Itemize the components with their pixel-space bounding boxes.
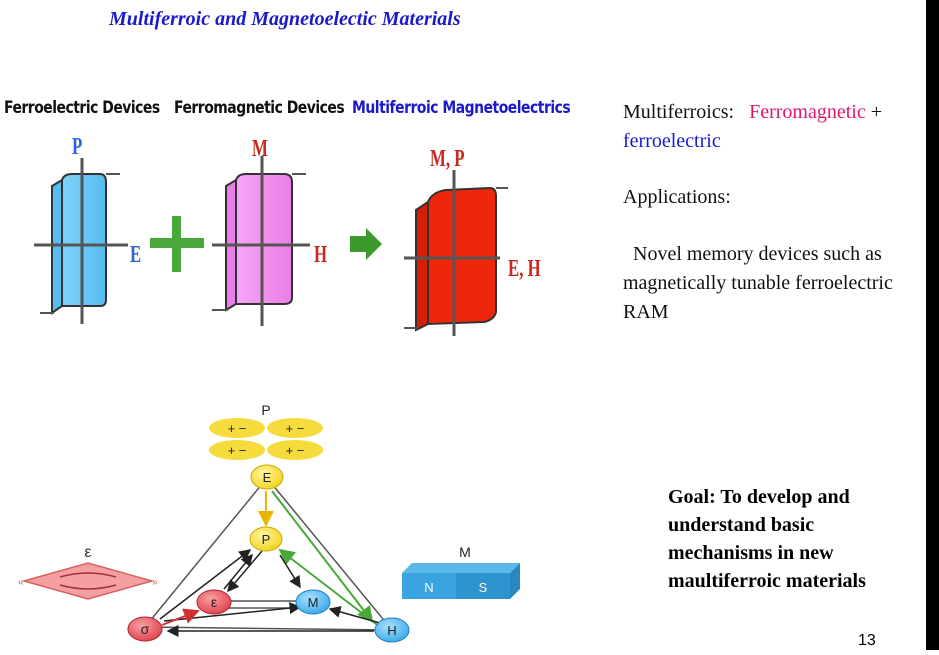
svg-text:+ −: + −	[286, 421, 305, 436]
svg-text:»: »	[152, 577, 158, 588]
applications-heading: Applications:	[623, 186, 731, 208]
green-coupling-arrow	[271, 490, 374, 623]
node-epsilon: ε	[196, 589, 232, 615]
slide-title: Multiferroic and Magnetoelectic Material…	[109, 8, 461, 30]
svg-text:N: N	[424, 580, 433, 595]
coupling-diagram-svg: P + − + − + − + − E P ε M	[18, 402, 520, 643]
plus-text: +	[870, 101, 882, 123]
fm-x-axis-label: H	[314, 242, 328, 268]
hysteresis-loops-drawing	[34, 156, 508, 336]
app-line-1: Novel memory devices such as	[633, 243, 882, 265]
fm-y-axis-label: M	[252, 136, 268, 162]
multiferroics-definition: Multiferroics: Ferromagnetic + ferroelec…	[623, 98, 923, 156]
svg-text:σ: σ	[141, 621, 150, 637]
ferromagnetic-term: Ferromagnetic	[749, 101, 866, 123]
svg-text:+ −: + −	[286, 443, 305, 458]
app-line-2: magnetically tunable ferroelectric	[623, 272, 893, 294]
svg-text:P: P	[262, 532, 271, 547]
coupling-diagram: P + − + − + − + − E P ε M	[0, 395, 540, 650]
fe-x-axis-label: E	[130, 242, 142, 268]
svg-text:H: H	[387, 623, 396, 638]
node-h: H	[374, 617, 410, 643]
hysteresis-figure: Ferroelectric Devices Ferromagnetic Devi…	[0, 88, 580, 350]
plus-sign	[150, 216, 204, 272]
node-sigma: σ	[127, 616, 163, 642]
bar-magnet: N S	[402, 563, 520, 599]
strain-epsilon-label: ε	[84, 544, 91, 561]
multiferroics-label: Multiferroics:	[623, 101, 735, 123]
ferromagnetic-loop	[212, 156, 310, 326]
fe-y-axis-label: P	[72, 134, 83, 160]
node-e: E	[250, 464, 284, 490]
svg-text:E: E	[263, 470, 272, 485]
app-line-3: RAM	[623, 301, 669, 323]
page-number: 13	[858, 632, 876, 649]
svg-text:«: «	[18, 577, 24, 588]
svg-text:+ −: + −	[228, 443, 247, 458]
ferroelectric-devices-label: Ferroelectric Devices	[4, 98, 160, 118]
goal-statement: Goal: To develop and understand basic me…	[668, 486, 866, 592]
implies-arrow	[350, 228, 382, 260]
ferroelectric-term: ferroelectric	[623, 130, 721, 152]
applications-description: Novel memory devices such as magneticall…	[623, 240, 923, 327]
multiferroic-loop	[404, 170, 508, 336]
strain-diamond: « »	[18, 562, 158, 600]
node-m: M	[295, 589, 331, 615]
dipole-p-label: P	[261, 402, 270, 418]
node-p: P	[249, 526, 283, 552]
multiferroic-magnetoelectrics-label: Multiferroic Magnetoelectrics	[352, 98, 571, 118]
svg-text:ε: ε	[211, 594, 217, 610]
right-edge-bar	[926, 0, 939, 650]
dipole-group: + − + − + − + −	[209, 418, 323, 460]
svg-text:S: S	[479, 580, 488, 595]
ferromagnetic-devices-label: Ferromagnetic Devices	[174, 98, 345, 118]
mf-x-axis-label: E, H	[508, 256, 541, 282]
svg-text:+ −: + −	[228, 421, 247, 436]
ferroelectric-loop	[34, 158, 128, 324]
magnet-m-label: M	[459, 544, 471, 560]
svg-text:M: M	[308, 595, 319, 610]
mf-y-axis-label: M, P	[430, 146, 465, 172]
